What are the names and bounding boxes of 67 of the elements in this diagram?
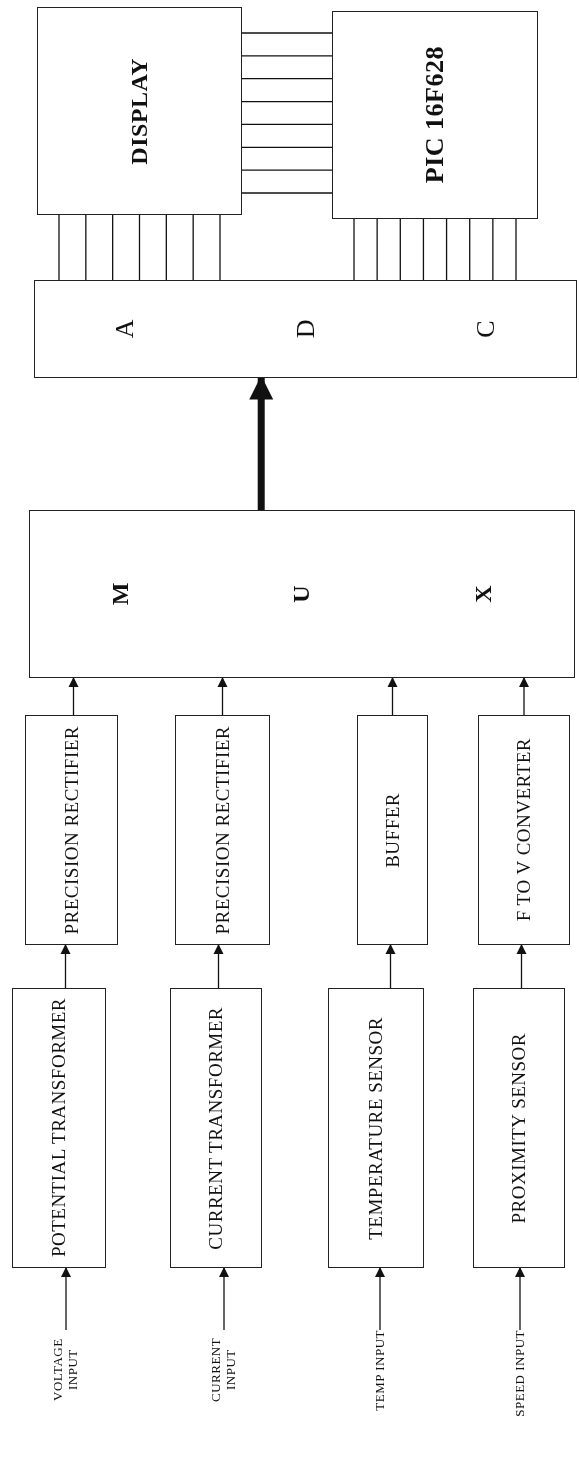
sensor-block [473,988,565,1268]
bus-line [192,214,194,281]
bus-line [85,214,87,281]
block-letter: U [288,585,316,603]
bus-line [241,78,333,80]
arrow [515,1267,525,1331]
bus-line [241,100,333,103]
block-label: TEMPERATURE SENSOR [365,1016,387,1240]
block-label: F TO V CONVERTER [513,738,535,922]
sensor-block [170,988,262,1268]
arrow [68,677,79,716]
bus-line [492,218,494,281]
block-letter: C [470,320,501,338]
bus-line [469,218,471,281]
block-label: CURRENT TRANSFORMER [205,1006,227,1250]
arrow [61,1267,71,1331]
process-block [175,715,270,945]
bus-line [219,214,221,281]
block-label: PRECISION RECTIFIER [60,725,83,935]
display-block [37,7,242,215]
block-letter: X [469,585,497,603]
bus-line [399,218,401,281]
input-label: VOLTAGE INPUT [51,1337,81,1404]
bus-line [241,123,333,126]
input-label: CURRENT INPUT [209,1336,239,1405]
block-label: PRECISION RECTIFIER [211,725,234,935]
process-block [357,715,428,945]
sensor-block [12,988,106,1268]
adc-block [34,280,577,378]
process-block [478,715,570,945]
block-label: DISPLAY [125,57,153,165]
block-letter: A [110,319,141,339]
bus-line [112,214,114,281]
bus-line [241,32,333,34]
sensor-block [328,988,424,1268]
input-label: SPEED INPUT [512,1330,528,1417]
arrow [60,944,71,989]
bus-line [138,214,141,281]
bus-line [422,218,425,281]
block-letter: D [290,319,321,339]
bus-line [241,146,333,148]
bus-line [515,218,517,281]
bus-line [241,192,333,194]
arrow [375,1267,385,1331]
arrow [387,677,398,716]
multiplexer-block [29,510,575,678]
input-label: TEMP INPUT [372,1330,388,1411]
microcontroller-block [332,11,538,219]
block-label: BUFFER [381,792,404,868]
block-label: POTENTIAL TRANSFORMER [48,998,70,1258]
arrow [213,944,224,989]
bus-line [445,218,448,281]
bus-line [376,218,378,281]
block-label: PIC 16F628 [420,46,450,184]
arrow [519,677,529,716]
block-label: PROXIMITY SENSOR [508,1032,530,1224]
arrow [219,1267,229,1331]
bus-line [241,169,333,171]
arrow [217,677,228,716]
process-block [25,715,118,945]
bus-line [241,55,333,57]
arrow [516,944,527,989]
bus-line [353,218,355,281]
bus-line [58,214,60,281]
bus-line [165,214,167,281]
arrow [385,944,396,989]
block-letter: M [106,582,134,606]
